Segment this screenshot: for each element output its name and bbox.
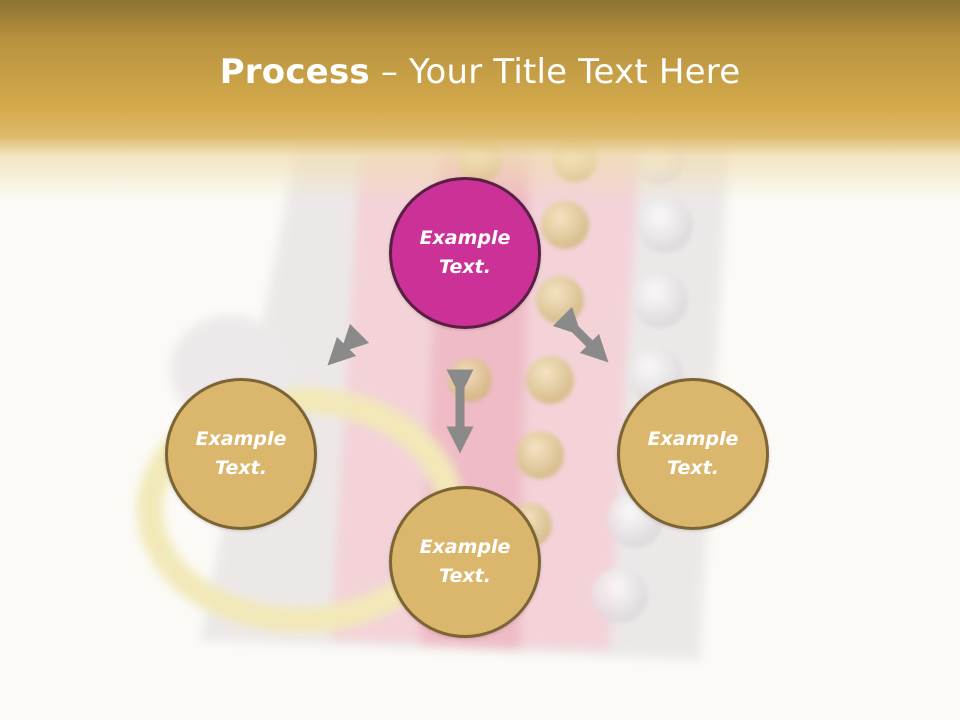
node-left[interactable]: Example Text. bbox=[165, 378, 317, 530]
slide-title: Process – Your Title Text Here bbox=[0, 52, 960, 92]
node-right[interactable]: Example Text. bbox=[617, 378, 769, 530]
title-bold: Process bbox=[219, 52, 370, 92]
title-bar bbox=[0, 0, 960, 200]
node-bottom[interactable]: Example Text. bbox=[389, 486, 541, 638]
node-center[interactable]: Example Text. bbox=[389, 177, 541, 329]
title-rest: – Your Title Text Here bbox=[369, 52, 741, 92]
